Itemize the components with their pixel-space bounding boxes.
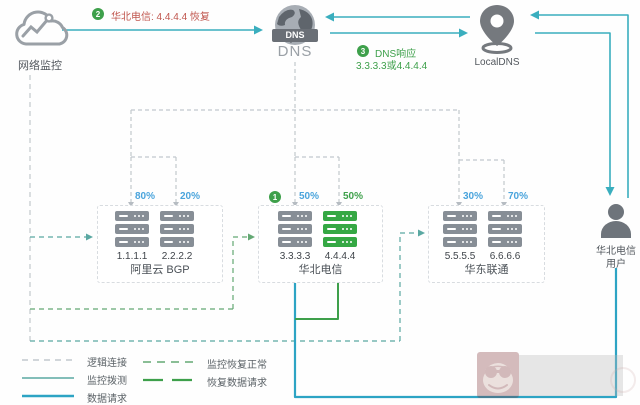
server-ip: 2.2.2.2: [161, 251, 193, 262]
server-ip: 4.4.4.4: [324, 251, 356, 262]
server-stack-icon: [278, 211, 312, 247]
pct-2-2-2-2: 20%: [180, 191, 201, 202]
server-column: 1.1.1.1: [112, 211, 152, 262]
probe-group3-arrow: [418, 229, 425, 237]
group-title: 阿里云 BGP: [130, 264, 190, 276]
localdns-icon: [480, 5, 514, 54]
group-huabei-telecom: 3.3.3.3 4.4.4.4 华北电信: [258, 205, 383, 283]
server-stack-icon: [115, 211, 149, 247]
legend-label-logical: 逻辑连接: [87, 358, 127, 369]
server-stack-icon: [160, 211, 194, 247]
dns-label: DNS: [277, 43, 313, 60]
legend-label-recovered-request: 恢复数据请求: [207, 378, 267, 389]
user-label-line1: 华北电信: [596, 246, 636, 257]
step2-text: 华北电信: 4.4.4.4 恢复: [111, 12, 210, 23]
group-huadong-unicom: 5.5.5.5 6.6.6.6 华东联通: [428, 205, 545, 283]
server-column: 2.2.2.2: [157, 211, 197, 262]
network-monitor-label: 网络监控: [18, 60, 62, 72]
server-stack-icon-recovered: [323, 211, 357, 247]
top-flow-arrowheads: [254, 10, 615, 196]
recovery-normal-group2-line: [30, 236, 249, 310]
server-column: 6.6.6.6: [485, 211, 525, 262]
pct-3-3-3-3: 50%: [299, 191, 320, 202]
user-icon: [601, 204, 631, 238]
watermark-text-block: [519, 355, 623, 396]
group-title: 华北电信: [298, 264, 343, 276]
data-request-line: [293, 264, 618, 399]
server-ip: 5.5.5.5: [444, 251, 476, 262]
step1-badge: 1: [269, 191, 281, 203]
step3-text-line2: 3.3.3.3或4.4.4.4: [356, 61, 428, 72]
pct-1-1-1-1: 80%: [135, 191, 156, 202]
server-column: 4.4.4.4: [320, 211, 360, 262]
tree-arrowheads: [128, 202, 507, 207]
server-stack-icon: [488, 211, 522, 247]
group-title: 华东联通: [464, 264, 509, 276]
sloth-face-icon: [483, 363, 513, 393]
probe-group3-line: [30, 232, 419, 342]
server-column: 3.3.3.3: [275, 211, 315, 262]
legend-label-probe: 监控拨测: [87, 376, 127, 387]
localdns-label: LocalDNS: [474, 57, 520, 68]
legend-label-recovery-normal: 监控恢复正常: [207, 360, 267, 371]
watermark-logo: [477, 352, 519, 398]
step3-text-line1: DNS响应: [375, 49, 417, 60]
server-column: 5.5.5.5: [440, 211, 480, 262]
group-aliyun-bgp: 1.1.1.1 2.2.2.2 阿里云 BGP: [97, 205, 223, 283]
watermark-stamp-ring: [610, 367, 636, 393]
legend-label-data: 数据请求: [87, 394, 127, 405]
probe-group1-arrow: [86, 233, 93, 241]
pct-4-4-4-4: 50%: [343, 191, 364, 202]
server-ip: 1.1.1.1: [116, 251, 148, 262]
server-stack-icon: [443, 211, 477, 247]
dns-banner: DNS: [272, 29, 318, 42]
server-ip: 6.6.6.6: [489, 251, 521, 262]
step3-badge: 3: [357, 45, 369, 57]
server-ip: 3.3.3.3: [279, 251, 311, 262]
step2-badge: 2: [92, 8, 104, 20]
pct-5-5-5-5: 30%: [463, 191, 484, 202]
user-label-line2: 用户: [606, 259, 626, 270]
network-monitor-icon: [15, 10, 69, 46]
top-flow-lines: [62, 14, 629, 198]
pct-6-6-6-6: 70%: [508, 191, 529, 202]
dns-logical-tree: [130, 62, 505, 203]
recovery-normal-group2-arrow: [248, 233, 255, 241]
